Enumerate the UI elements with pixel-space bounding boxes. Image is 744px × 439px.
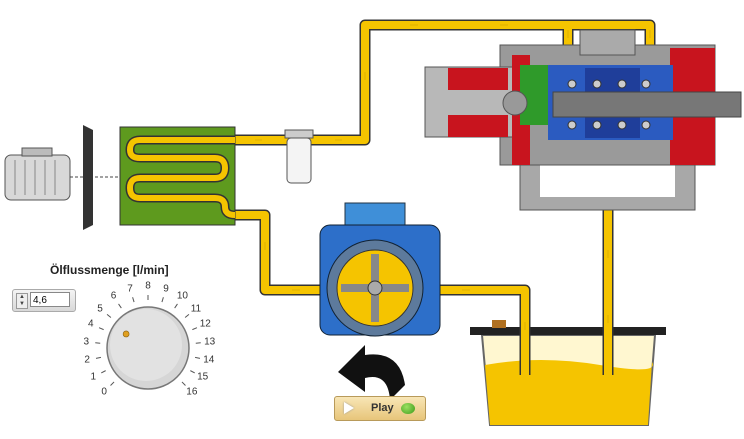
dial-tick bbox=[98, 327, 104, 331]
dial-tick-label: 9 bbox=[163, 283, 169, 295]
increment-icon[interactable]: ▲ bbox=[19, 294, 25, 300]
dial-tick-marks bbox=[95, 295, 201, 386]
dial-tick-label: 1 bbox=[90, 371, 97, 383]
flow-rate-input[interactable]: 4,6 bbox=[30, 292, 70, 307]
dial-tick-label: 3 bbox=[83, 336, 90, 348]
dial-tick bbox=[184, 313, 190, 318]
dial-tick-label: 5 bbox=[97, 303, 103, 315]
dial-tick bbox=[118, 303, 122, 309]
cylinder-unit bbox=[424, 29, 742, 211]
electric-motor bbox=[4, 125, 120, 230]
dial-tick-label: 0 bbox=[101, 386, 107, 398]
dial-tick-label: 13 bbox=[204, 336, 216, 348]
oil-tank bbox=[470, 320, 666, 426]
dial-tick-label: 16 bbox=[186, 386, 198, 398]
gear-pump bbox=[319, 202, 441, 337]
dial-tick bbox=[194, 356, 201, 359]
dial-tick-label: 14 bbox=[203, 354, 215, 366]
dial-tick-label: 7 bbox=[127, 283, 133, 295]
play-icon bbox=[344, 402, 354, 414]
dial-tick-label: 10 bbox=[176, 290, 188, 302]
spin-buttons[interactable]: ▲▼ bbox=[16, 293, 28, 309]
dial-tick-label: 4 bbox=[87, 318, 94, 330]
flow-rate-stepper[interactable]: ▲▼ 4,6 bbox=[12, 289, 76, 312]
flow-rate-title: Ölflussmenge [l/min] bbox=[50, 263, 169, 277]
dial-tick bbox=[132, 297, 135, 303]
dial-tick-label: 2 bbox=[84, 354, 90, 366]
dial-tick-label: 11 bbox=[190, 303, 202, 315]
status-led-icon bbox=[401, 403, 415, 414]
dial-tick-label: 15 bbox=[197, 371, 209, 383]
dial-tick-label: 6 bbox=[110, 290, 117, 302]
dial-tick-label: 12 bbox=[199, 318, 211, 330]
rotation-arrow-icon bbox=[338, 345, 405, 400]
dial-tick bbox=[106, 313, 112, 318]
oil-pipes bbox=[235, 19, 661, 375]
play-label: Play bbox=[371, 402, 394, 414]
oil-filter bbox=[284, 129, 314, 184]
dial-tick bbox=[101, 370, 106, 374]
dial-tick bbox=[181, 381, 186, 386]
decrement-icon[interactable]: ▼ bbox=[19, 301, 25, 307]
dial-tick bbox=[174, 303, 178, 309]
flow-dial-knob[interactable] bbox=[106, 306, 190, 390]
dial-tick bbox=[161, 297, 164, 303]
dial-tick-label: 8 bbox=[145, 280, 151, 292]
dial-tick bbox=[110, 381, 115, 386]
play-button[interactable]: Play bbox=[334, 396, 426, 421]
dial-tick bbox=[190, 370, 195, 374]
dial-tick bbox=[192, 327, 198, 331]
dial-tick bbox=[95, 356, 102, 359]
heat-exchanger bbox=[119, 126, 236, 226]
